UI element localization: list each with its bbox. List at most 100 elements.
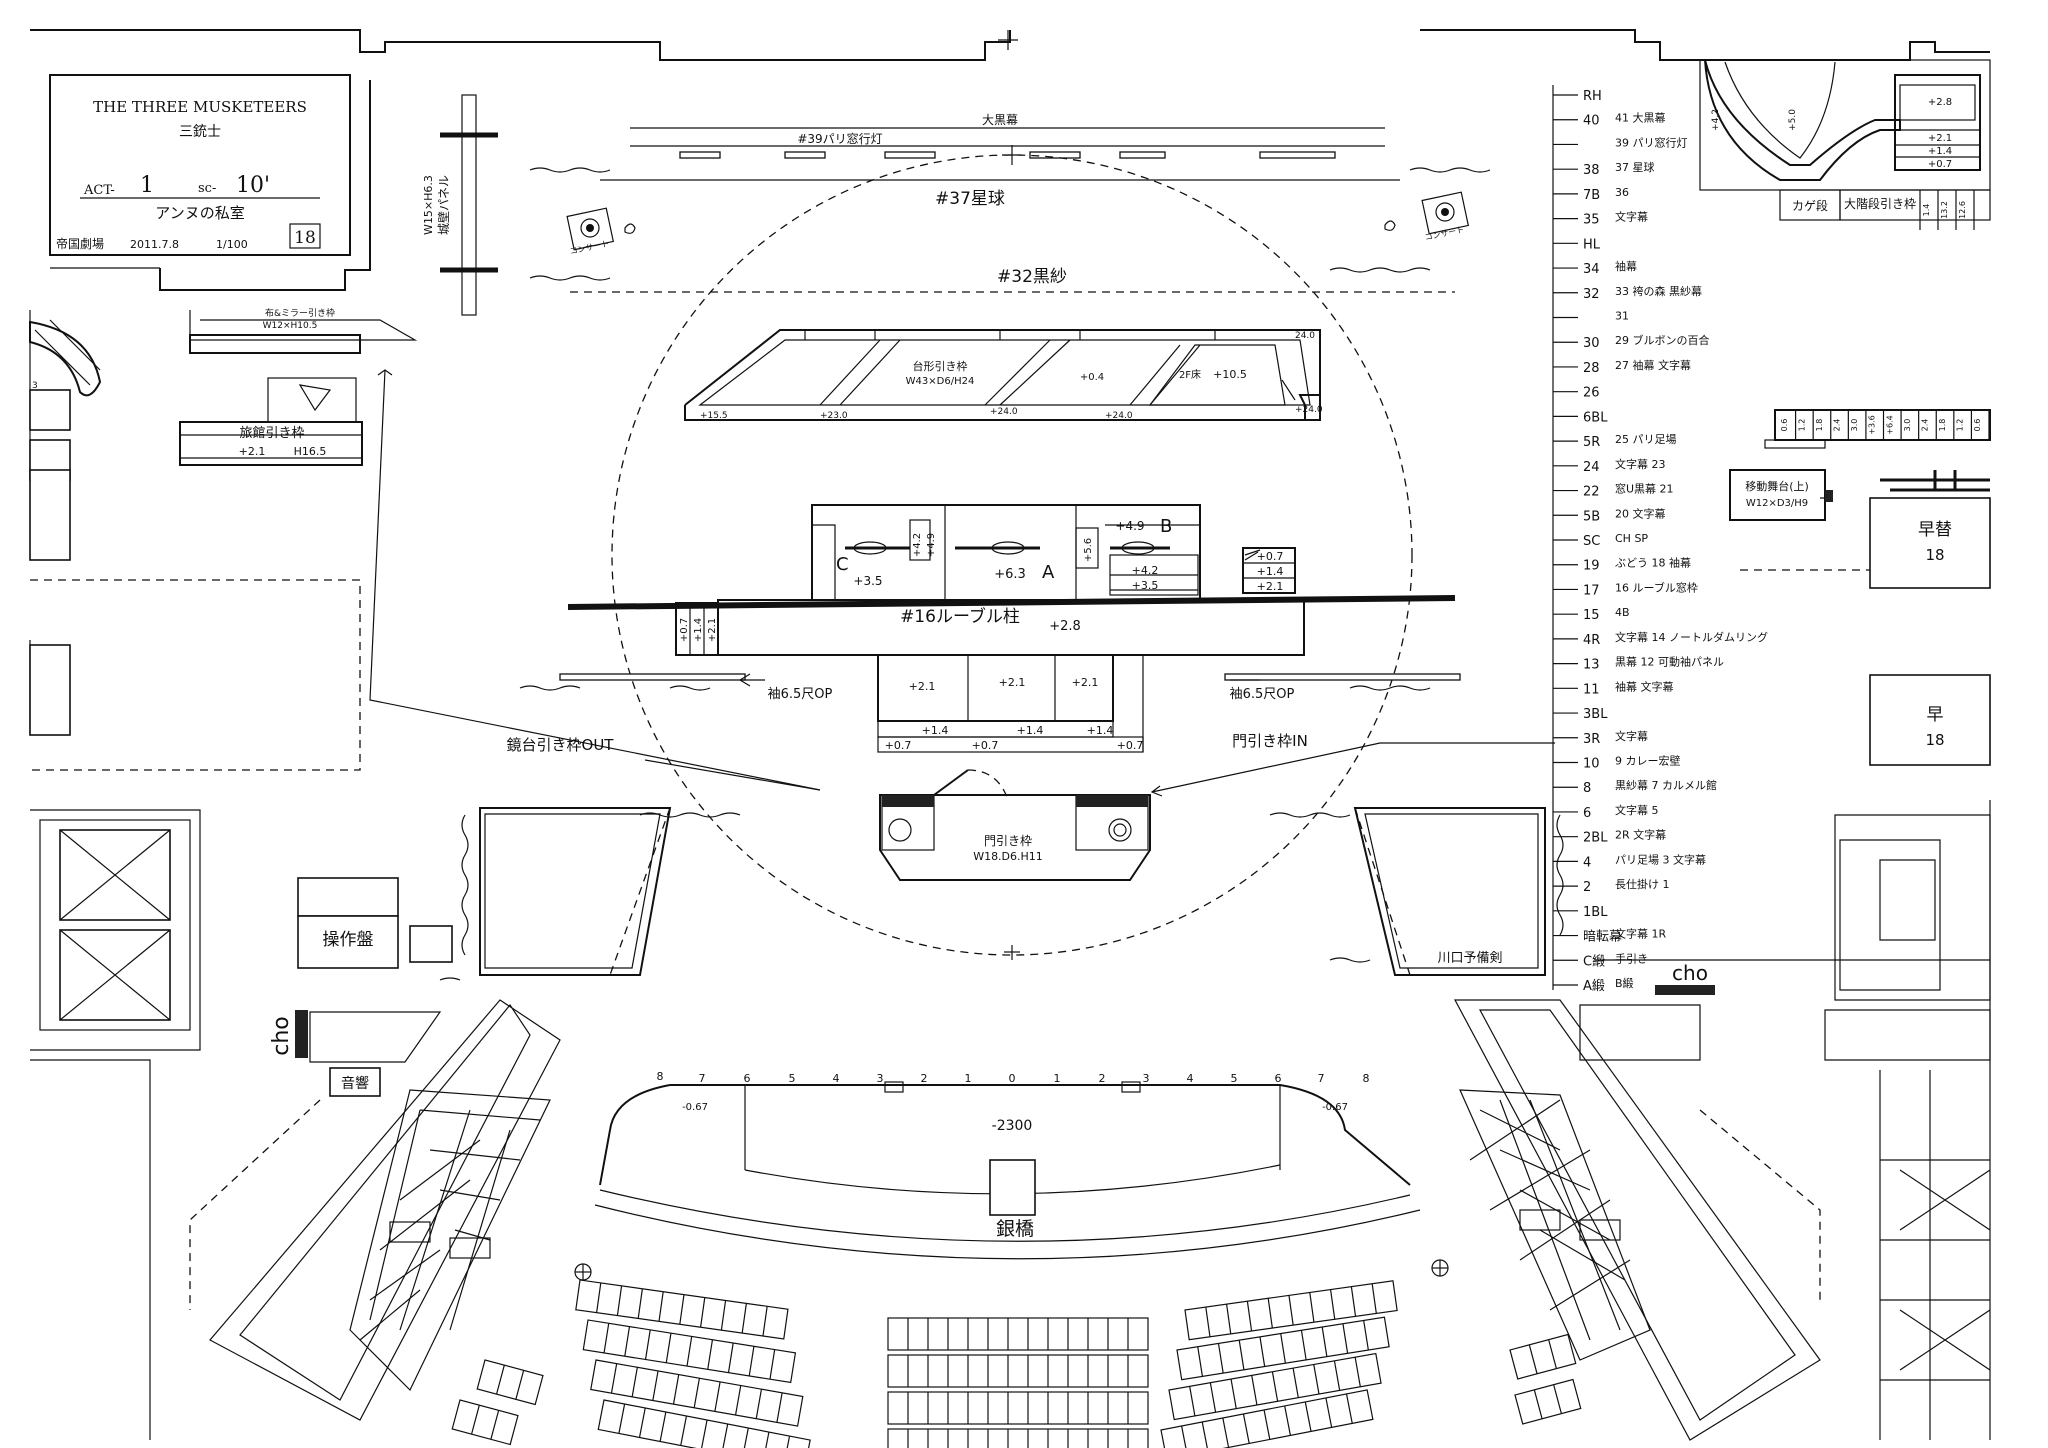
front-top-2: +2.1 [999,676,1026,689]
right-step-3: +2.1 [1257,580,1284,593]
pit-number: 2 [1099,1072,1106,1085]
seat-row [1514,1378,1582,1425]
fly-line-number: 22 [1583,485,1600,500]
stair-height-1: +2.8 [1928,97,1952,108]
front-mid-1: +1.4 [922,724,949,737]
silver-bridge-label: 銀橋 [996,1218,1034,1240]
seat-row [1184,1280,1398,1341]
step-height: 2.4 [1833,419,1842,432]
fly-line-number: 30 [1583,336,1600,351]
front-low-2: +0.7 [972,739,999,752]
fly-line-number: 5B [1583,509,1600,524]
fly-line-item: 29 ブルボンの百合 [1615,333,1710,347]
fly-line-item: 4B [1615,606,1630,619]
fly-line-number: 6BL [1583,410,1608,425]
fly-line-item: 黒紗幕 7 カルメル館 [1615,778,1717,792]
set-step-56: +5.6 [1083,538,1094,562]
fly-line-number: 5R [1583,435,1600,450]
fly-line-number: 2BL [1583,831,1608,846]
seat-row [590,1359,804,1427]
shadow-stair-label: カゲ段 [1792,198,1828,213]
set-step-42: +4.2 [912,533,923,557]
front-mid-2: +1.4 [1017,724,1044,737]
fly-line-number: 24 [1583,460,1600,475]
gate-unit-label: 門引き枠 [984,834,1032,848]
proscenium-wagons: 川口予備剣 [439,807,1564,981]
castle-wall-panel-label: 城壁パネル [436,175,451,235]
turntable-circle [611,154,1413,956]
control-panel-label: 操作盤 [323,930,374,950]
set-step-49: +4.9 [926,533,937,557]
step-height: 3.0 [1903,419,1912,432]
platform-unit-name: 台形引き枠 [913,359,968,373]
fly-line-item: 黒幕 12 可動袖パネル [1615,655,1724,669]
platform-height-top-right: 24.0 [1295,331,1315,341]
fly-line-number: 6 [1583,806,1591,821]
scene-label: sc- [198,181,216,196]
fly-line-item: 文字幕 [1615,729,1648,743]
fly-line-item: 41 大黒幕 [1615,111,1666,125]
fly-line-number: 3BL [1583,707,1608,722]
gate-unit-size: W18.D6.H11 [973,850,1043,863]
seat-row [887,1354,1149,1388]
seat-row [597,1399,811,1448]
fly-line-number: 13 [1583,658,1600,673]
platform-2f-height: +10.5 [1213,368,1247,381]
pit-numbers: 8 7 6 5 4 3 2 1 0 1 2 3 4 5 6 7 8 [657,1070,1370,1085]
step-height: 2.4 [1920,419,1929,432]
fly-line-item: 39 パリ窓行灯 [1615,135,1688,149]
fly-line-number: SC [1583,534,1600,549]
fly-line-row: 34 袖幕 [1553,259,1637,277]
fly-line-number: 35 [1583,213,1600,228]
fly-line-row: 3BL [1553,707,1608,722]
pit-depth-label: -2300 [992,1118,1033,1134]
pit-number: 6 [744,1072,751,1085]
title-text: THE THREE MUSKETEERS [93,98,307,116]
seat-row [1176,1316,1390,1381]
left-step-1: +0.7 [679,618,690,642]
stair-height-2: +2.1 [1928,133,1952,144]
pit-number: 4 [1187,1072,1194,1085]
fly-line-row: 30 29 ブルボンの百合 [1553,333,1710,351]
fly-line-row: 39 パリ窓行灯 [1553,135,1688,149]
quick-change-1-num: 18 [1925,546,1944,564]
left-tower [189,999,561,1421]
pit-number: 2 [921,1072,928,1085]
fly-line-item: 手引き [1615,951,1648,965]
inn-unit-height: +2.1 [239,445,266,458]
fly-line-number: 1BL [1583,905,1608,920]
platform-height-5: +24.0 [1295,405,1323,415]
platform-center-height: +0.4 [1080,372,1104,383]
theatre-name: 帝国劇場 [56,236,104,251]
step-height: 0.6 [1973,419,1982,432]
right-step-1: +0.7 [1257,550,1284,563]
step-height: 3.0 [1850,419,1859,432]
curve-value-2: +5.0 [1788,109,1798,131]
fly-line-item: 16 ルーブル窓枠 [1615,580,1698,594]
pit-number: 8 [1363,1072,1370,1085]
set-b-42: +4.2 [1132,564,1159,577]
fly-line-number: 34 [1583,262,1600,277]
title-block: THE THREE MUSKETEERS 三銃士 ACT- 1 sc- 10' … [49,74,351,256]
stair-right-val-1: 1.4 [1922,204,1931,217]
fly-line-item: 袖幕 [1615,259,1637,273]
fly-line-row: HL [1553,237,1601,252]
fly-line-row: C緞手引き [1553,951,1648,969]
step-height: +3.6 [1868,415,1877,434]
audience-seats [451,1279,1582,1448]
pit-number: 1 [965,1072,972,1085]
